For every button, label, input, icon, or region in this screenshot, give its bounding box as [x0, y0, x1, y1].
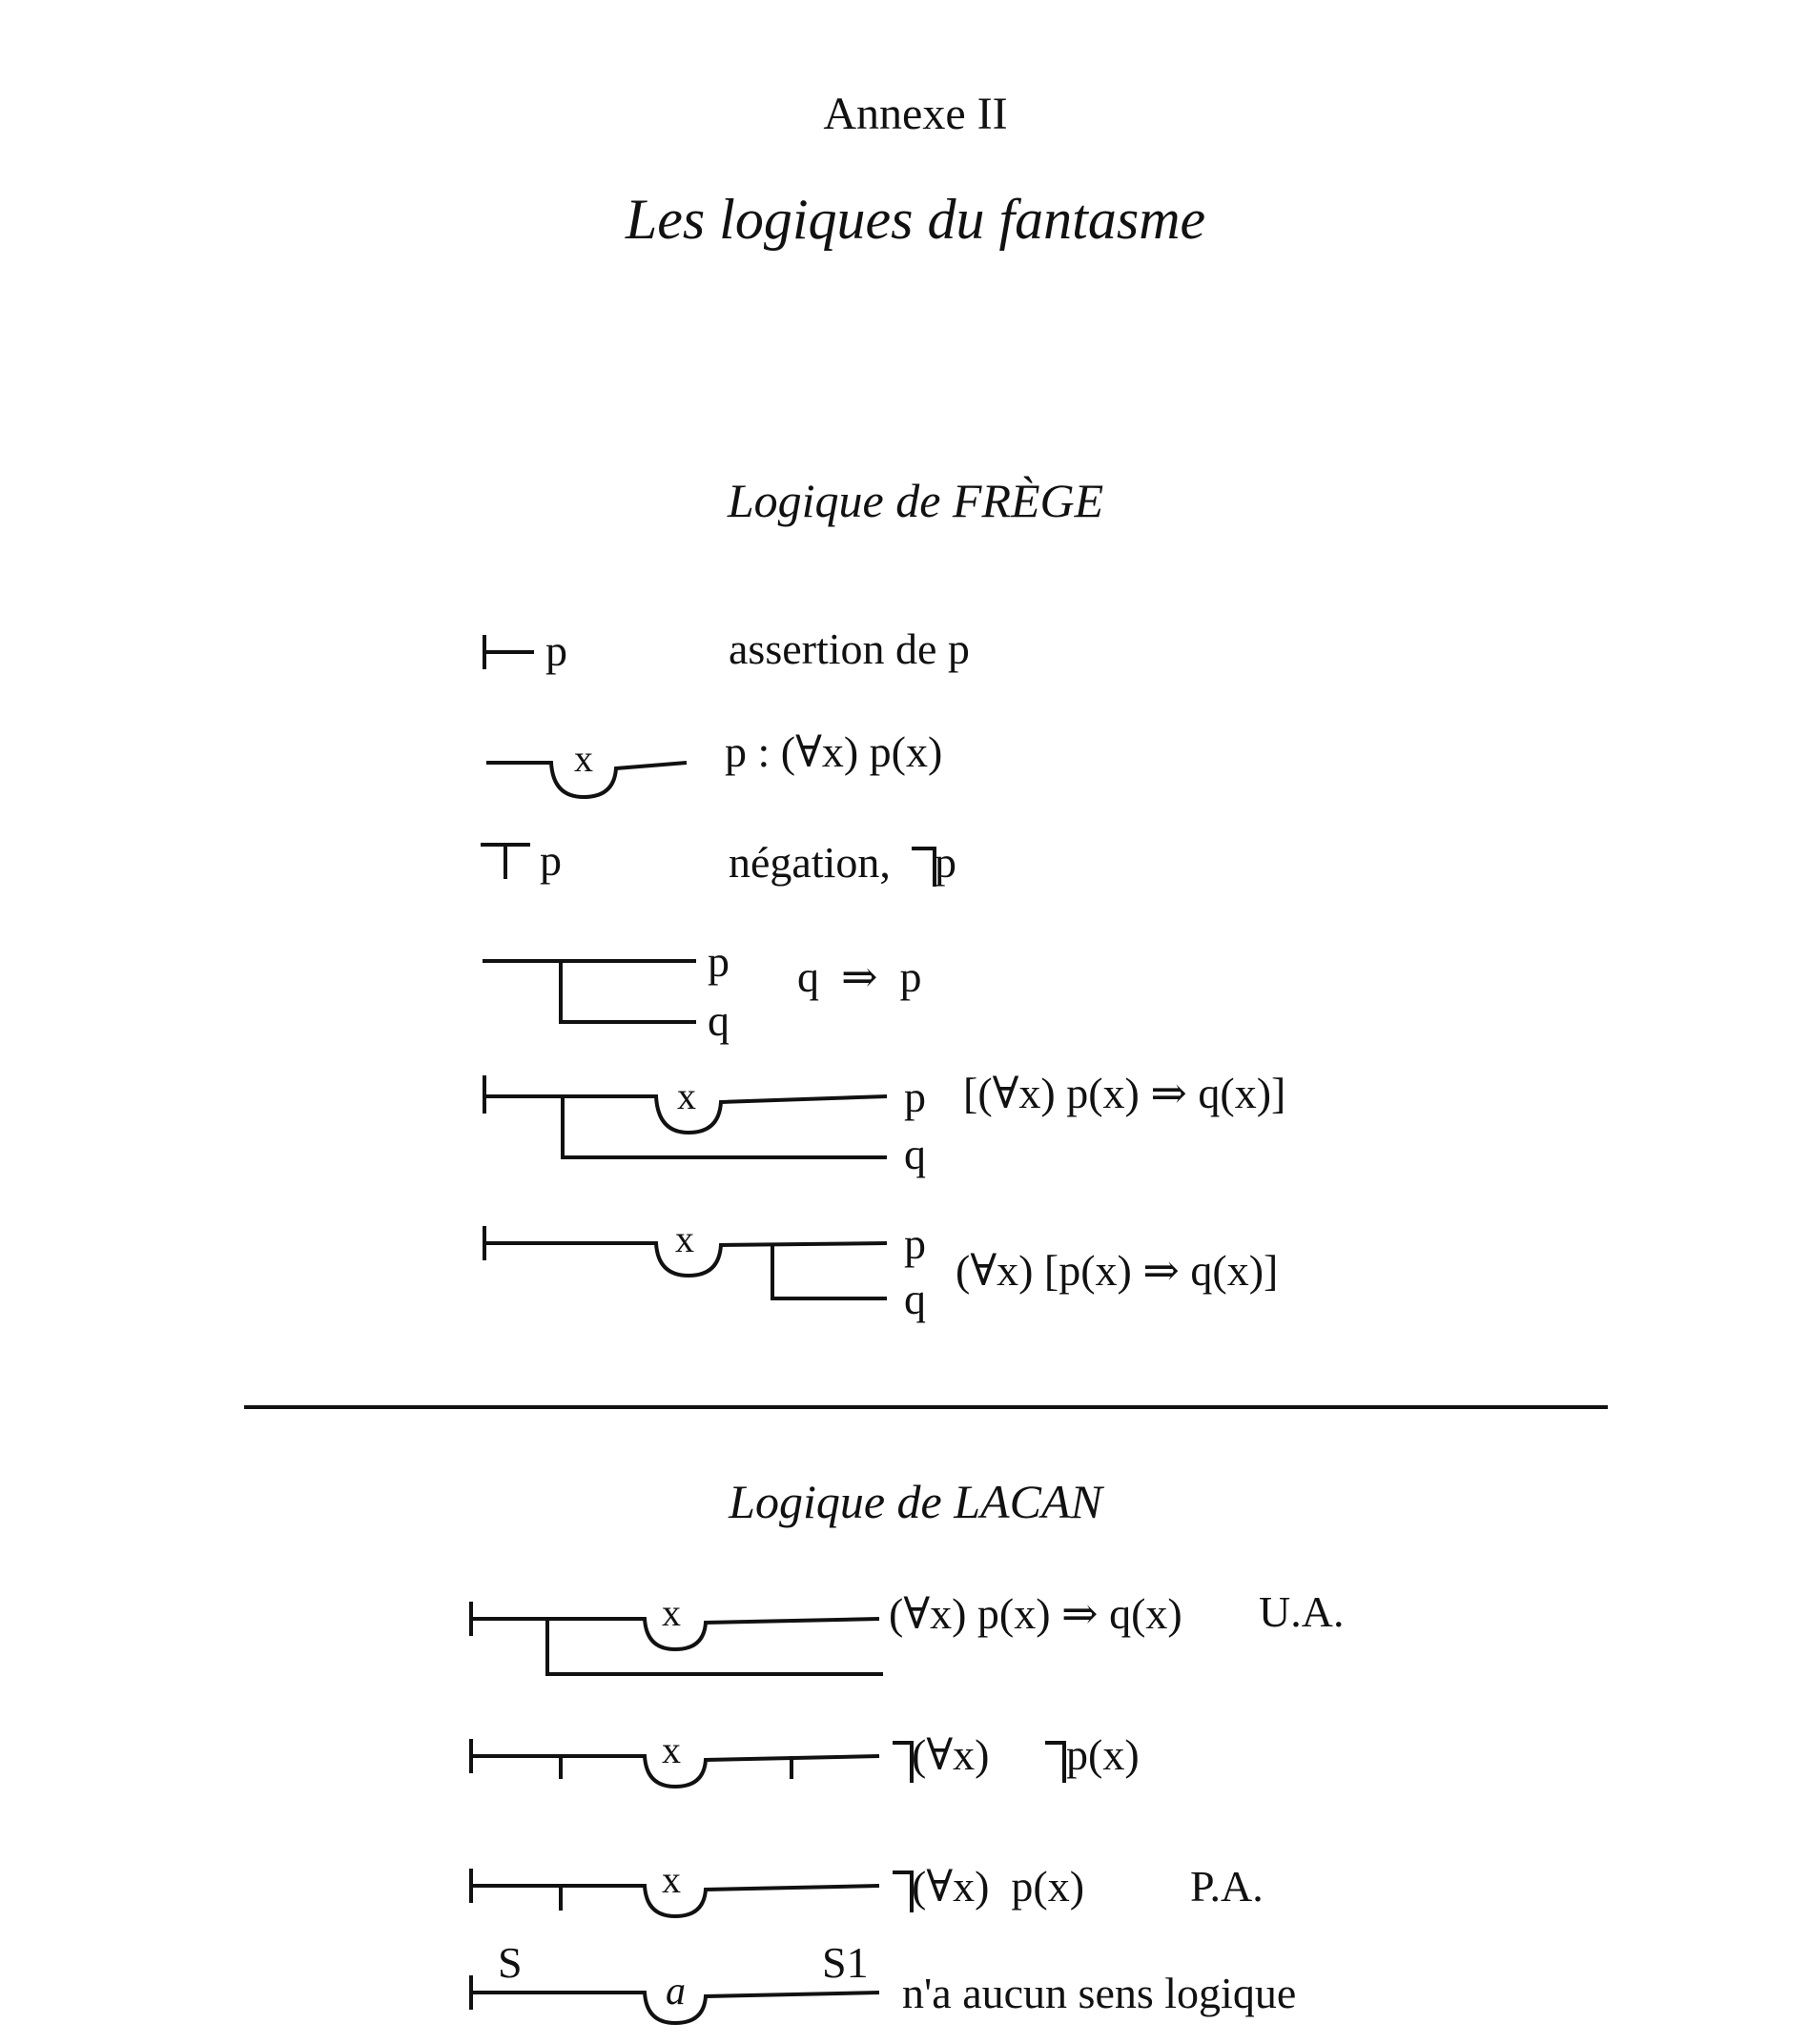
lacan-row-2-diagram	[469, 1739, 1066, 1789]
lacan-row-2-bowl-var: x	[662, 1728, 681, 1771]
frege-row-5-right: [(∀x) p(x) ⇒ q(x)]	[963, 1069, 1286, 1117]
lacan-row-3-bowl-var: x	[662, 1858, 681, 1901]
frege-row-5-diagram	[483, 1075, 888, 1159]
lacan-row-1-diagram	[469, 1602, 883, 1676]
frege-row-5-top: p	[904, 1073, 926, 1121]
lacan-row-3-diagram	[469, 1869, 914, 1919]
frege-row-6-diagram	[483, 1226, 888, 1300]
frege-row-3-left: p	[540, 836, 562, 885]
frege-row-5-bottom: q	[904, 1130, 926, 1178]
lacan-row-4-diagram	[469, 1975, 880, 2026]
frege-row-1-stroke	[483, 635, 534, 669]
lacan-row-1-tag: U.A.	[1259, 1587, 1345, 1636]
lacan-heading: Logique de LACAN	[729, 1475, 1102, 1528]
frege-row-5-bowl-var: x	[677, 1074, 696, 1117]
frege-row-6-right: (∀x) [p(x) ⇒ q(x)]	[956, 1246, 1279, 1295]
frege-row-2-concavity	[486, 761, 688, 800]
frege-row-2-right: p : (∀x) p(x)	[725, 727, 943, 776]
lacan-row-4-right-label: S1	[822, 1938, 869, 1987]
frege-row-3-right-a: négation,	[729, 838, 891, 887]
annex-label: Annexe II	[823, 89, 1008, 139]
frege-row-3-negation	[481, 843, 530, 879]
lacan-row-2-formula-a: (∀x)	[912, 1730, 990, 1779]
lacan-row-3-tag: P.A.	[1190, 1862, 1264, 1911]
lacan-row-2-formula-b: p(x)	[1066, 1730, 1140, 1779]
frege-row-6-top: p	[904, 1219, 926, 1268]
frege-row-6-bottom: q	[904, 1275, 926, 1323]
frege-row-4-conditional	[483, 959, 696, 1024]
lacan-row-4-left-label: S	[498, 1938, 523, 1987]
frege-row-1-left: p	[545, 626, 567, 675]
frege-row-4-top: p	[708, 937, 730, 986]
frege-row-1-right: assertion de p	[729, 624, 970, 673]
negation-symbol-icon	[912, 847, 936, 887]
frege-row-6-bowl-var: x	[675, 1217, 694, 1260]
frege-row-4-right: q ⇒ p	[797, 952, 922, 1001]
lacan-row-1-bowl-var: x	[662, 1591, 681, 1634]
frege-row-2-bowl-var: x	[574, 737, 593, 780]
page-title: Les logiques du fantasme	[625, 188, 1206, 251]
frege-row-3-right-b: p	[935, 838, 956, 887]
frege-row-4-bottom: q	[708, 996, 730, 1045]
frege-heading: Logique de FRÈGE	[727, 474, 1104, 527]
lacan-row-1-formula: (∀x) p(x) ⇒ q(x)	[889, 1589, 1182, 1638]
lacan-row-4-bowl-var: a	[666, 1970, 686, 2013]
lacan-row-3-formula: (∀x) p(x)	[912, 1862, 1085, 1911]
lacan-row-4-formula: n'a aucun sens logique	[902, 1969, 1297, 2017]
